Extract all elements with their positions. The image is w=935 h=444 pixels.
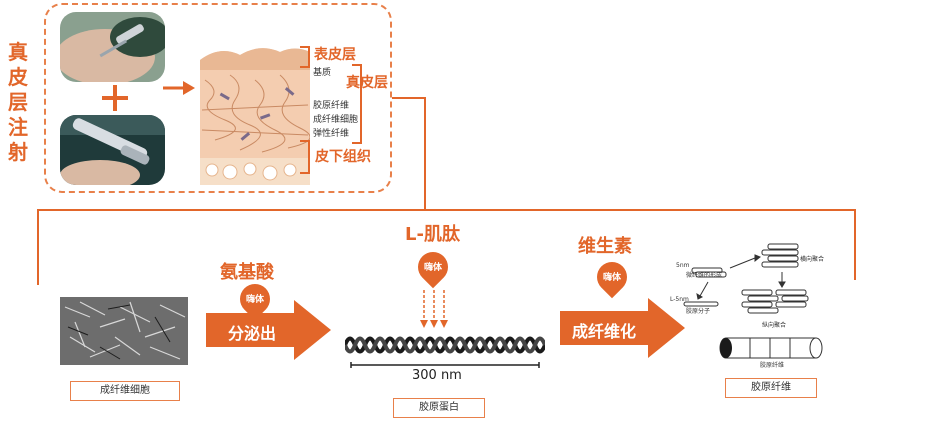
collagen-helix bbox=[345, 336, 545, 354]
fibroblast-caption: 成纤维细胞 bbox=[70, 381, 180, 401]
dermis-label: 真皮层 bbox=[346, 75, 388, 91]
arrow-right-icon bbox=[163, 80, 195, 96]
fiber-label-l5nm: L-5nm bbox=[670, 296, 689, 303]
injector-device-photo bbox=[60, 115, 165, 185]
collagen-caption: 胶原蛋白 bbox=[393, 398, 485, 418]
scale-label: 300 nm bbox=[412, 368, 462, 383]
secrete-arrow bbox=[206, 300, 331, 360]
dermis-bracket bbox=[352, 64, 362, 144]
epidermis-label: 表皮层 bbox=[314, 47, 356, 63]
subcutaneous-bracket bbox=[300, 140, 310, 174]
fiber-label-lateral: 横向聚合 bbox=[800, 256, 825, 263]
side-title-char: 皮 bbox=[8, 65, 28, 89]
amino-acid-title: 氨基酸 bbox=[220, 262, 274, 283]
elastic-fiber-label: 弹性纤维 bbox=[313, 129, 350, 139]
fiber-caption: 胶原纤维 bbox=[725, 378, 817, 398]
fiber-label-molecule: 胶原分子 bbox=[686, 308, 711, 315]
plus-icon bbox=[102, 85, 128, 111]
enzyme-label: 嗨体 bbox=[245, 295, 264, 305]
down-arrows-icon bbox=[420, 290, 448, 328]
peptide-title: L-肌肽 bbox=[405, 224, 460, 245]
subcutaneous-label: 皮下组织 bbox=[315, 149, 371, 165]
skin-diagram bbox=[200, 40, 311, 186]
fiber-label-5nm: 5nm bbox=[676, 262, 690, 269]
side-title-char: 层 bbox=[8, 90, 28, 114]
side-title-char: 射 bbox=[8, 140, 28, 164]
injection-photo bbox=[60, 12, 165, 82]
fiber-assembly-diagram bbox=[683, 243, 823, 359]
fiber-label-microfiber: 微纤维的形成 bbox=[686, 272, 723, 279]
fibrosis-arrow bbox=[560, 298, 685, 358]
enzyme-label: 嗨体 bbox=[602, 273, 621, 283]
injection-panel bbox=[44, 3, 392, 193]
fibroblast-micrograph bbox=[60, 297, 188, 365]
fiber-label-longitudinal: 纵向聚合 bbox=[762, 322, 787, 329]
scale-bar bbox=[350, 362, 540, 368]
epidermis-bracket bbox=[300, 46, 310, 68]
side-title-char: 注 bbox=[8, 115, 28, 139]
matrix-label: 基质 bbox=[313, 68, 332, 78]
secrete-label: 分泌出 bbox=[228, 324, 277, 343]
enzyme-label: 嗨体 bbox=[423, 263, 442, 273]
fibroblast-label: 成纤维细胞 bbox=[313, 115, 359, 125]
collagen-fiber-label: 胶原纤维 bbox=[313, 101, 350, 111]
fiber-label-fiber: 胶原纤维 bbox=[760, 362, 785, 369]
side-title: 真 皮 层 注 射 bbox=[8, 40, 38, 165]
vitamin-title: 维生素 bbox=[578, 236, 632, 257]
fibrosis-label: 成纤维化 bbox=[572, 322, 637, 341]
side-title-char: 真 bbox=[8, 40, 28, 64]
